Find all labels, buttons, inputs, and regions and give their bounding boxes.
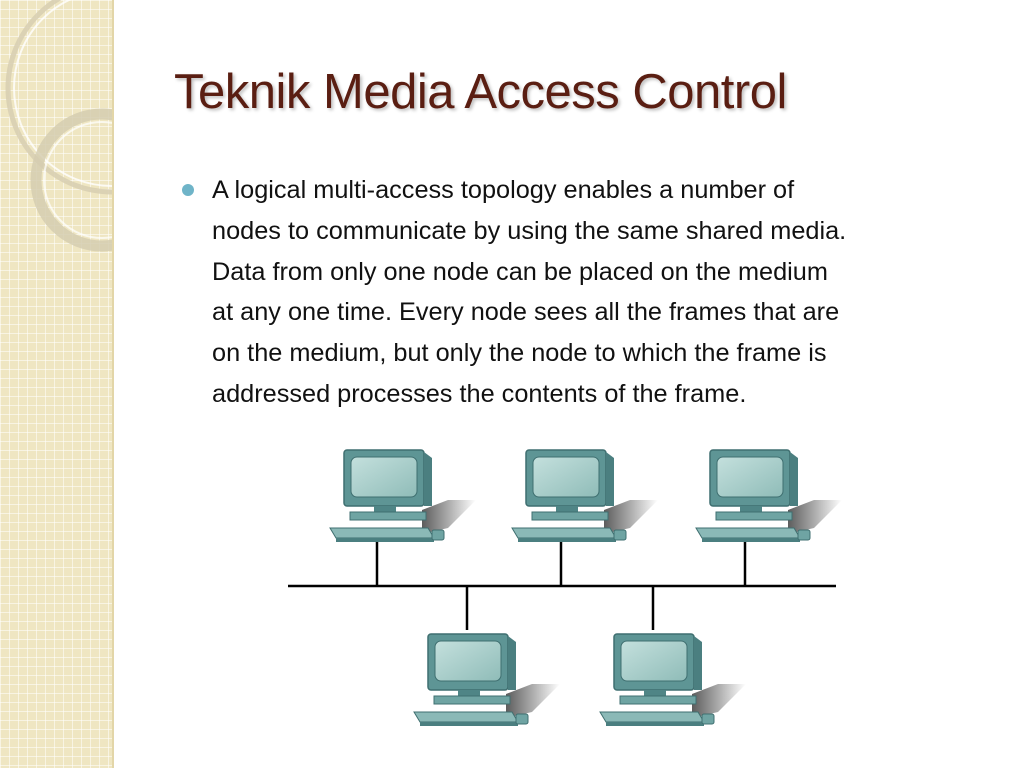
computer-icon — [413, 633, 561, 727]
bullet-icon — [182, 184, 194, 196]
bullet-line: nodes to communicate by using the same s… — [212, 216, 847, 245]
bus-topology-diagram — [288, 449, 843, 727]
decorative-rings-icon — [5, 0, 112, 252]
decorative-side-panel — [0, 0, 114, 768]
slide-title: Teknik Media Access Control — [174, 65, 787, 119]
bullet-line: at any one time. Every node sees all the… — [212, 298, 840, 327]
bullet-line: Data from only one node can be placed on… — [212, 257, 828, 286]
bullet-line: A logical multi-access topology enables … — [212, 176, 795, 204]
computer-icon — [695, 449, 843, 543]
bullet-text: A logical multi-access topology enables … — [212, 170, 1002, 415]
computer-icon — [329, 449, 477, 543]
computer-icon — [511, 449, 659, 543]
bullet-line: addressed processes the contents of the … — [212, 379, 747, 408]
computer-icon — [599, 633, 747, 727]
bullet-line: on the medium, but only the node to whic… — [212, 339, 827, 368]
